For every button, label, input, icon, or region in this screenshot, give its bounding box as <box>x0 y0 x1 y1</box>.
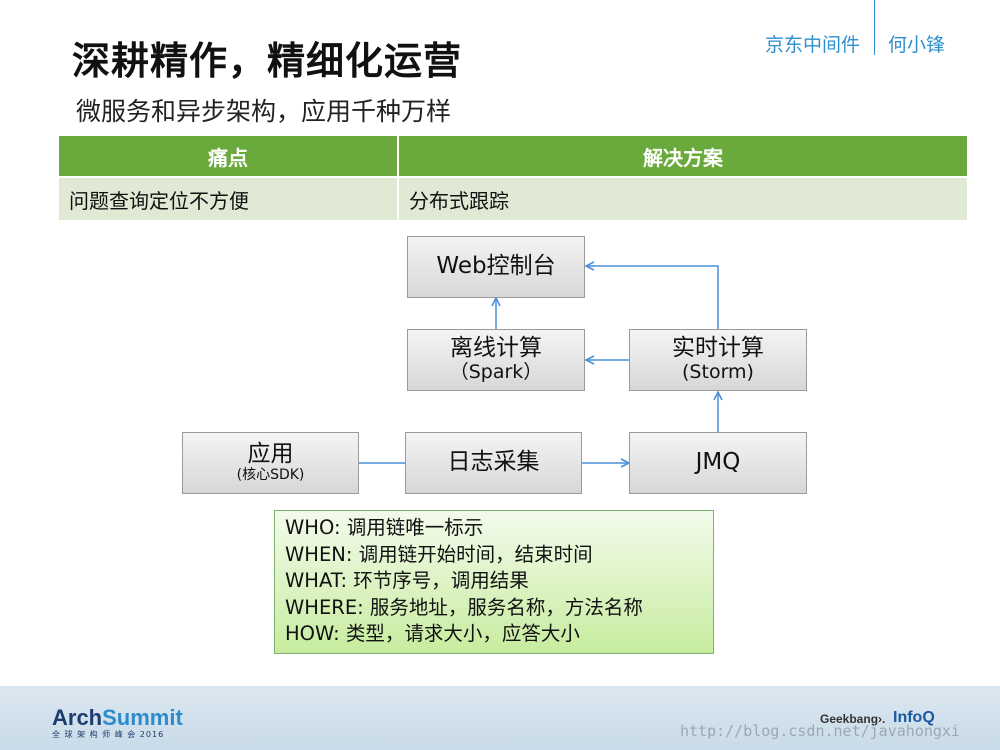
archsummit-logo-text-b: Summit <box>102 705 183 730</box>
table-row: 问题查询定位不方便 分布式跟踪 <box>59 176 967 220</box>
offline-compute-box: 离线计算 （Spark） <box>407 329 585 391</box>
table-header-solution: 解决方案 <box>398 136 967 177</box>
pain-solution-table: 痛点 解决方案 问题查询定位不方便 分布式跟踪 <box>59 136 967 220</box>
web-console-box: Web控制台 <box>407 236 585 298</box>
log-collect-label: 日志采集 <box>447 449 540 476</box>
info-line-what: WHAT: 环节序号，调用结果 <box>285 569 529 592</box>
realtime-compute-box: 实时计算 (Storm) <box>629 329 807 391</box>
app-label: 应用 <box>247 440 294 467</box>
table-cell-pain: 问题查询定位不方便 <box>59 176 399 220</box>
page-title: 深耕精作，精细化运营 <box>72 39 463 83</box>
jmq-label: JMQ <box>695 449 741 476</box>
arrow-realtime-to-console <box>586 266 719 329</box>
info-line-where: WHERE: 服务地址，服务名称，方法名称 <box>285 595 643 619</box>
web-console-label: Web控制台 <box>436 253 556 280</box>
geekbang-logo: Geekbang›. <box>820 712 886 726</box>
page-subtitle: 微服务和异步架构，应用千种万样 <box>76 97 452 126</box>
table-header-pain: 痛点 <box>59 136 399 177</box>
watermark-text: http://blog.csdn.net/javahongxi <box>680 722 960 740</box>
log-collect-box: 日志采集 <box>405 432 582 494</box>
realtime-compute-label: 实时计算 <box>672 334 764 361</box>
info-line-who: WHO: 调用链唯一标示 <box>285 516 484 539</box>
brand-label: 京东中间件 <box>765 34 861 56</box>
offline-compute-sublabel: （Spark） <box>449 361 543 384</box>
footer-band <box>0 686 1000 750</box>
app-box: 应用 (核心SDK) <box>182 432 359 494</box>
realtime-compute-sublabel: (Storm) <box>682 361 754 384</box>
info-line-how: HOW: 类型，请求大小，应答大小 <box>285 622 580 645</box>
archsummit-logo: ArchSummit <box>52 705 183 731</box>
infoq-logo: InfoQ <box>893 709 935 726</box>
table-cell-solution: 分布式跟踪 <box>398 176 967 220</box>
table-header-row: 痛点 解决方案 <box>59 136 967 177</box>
info-line-when: WHEN: 调用链开始时间，结束时间 <box>285 542 593 566</box>
offline-compute-label: 离线计算 <box>450 334 542 361</box>
archsummit-logo-text-a: Arch <box>52 705 103 730</box>
jmq-box: JMQ <box>629 432 807 494</box>
brand-divider <box>874 0 875 55</box>
app-sublabel: (核心SDK) <box>236 467 305 484</box>
tracing-info-box: WHO: 调用链唯一标示 WHEN: 调用链开始时间，结束时间 WHAT: 环节… <box>274 510 714 654</box>
archsummit-logo-sub: 全 球 架 构 师 峰 会 2016 <box>52 730 165 739</box>
author-label: 何小锋 <box>888 34 946 56</box>
